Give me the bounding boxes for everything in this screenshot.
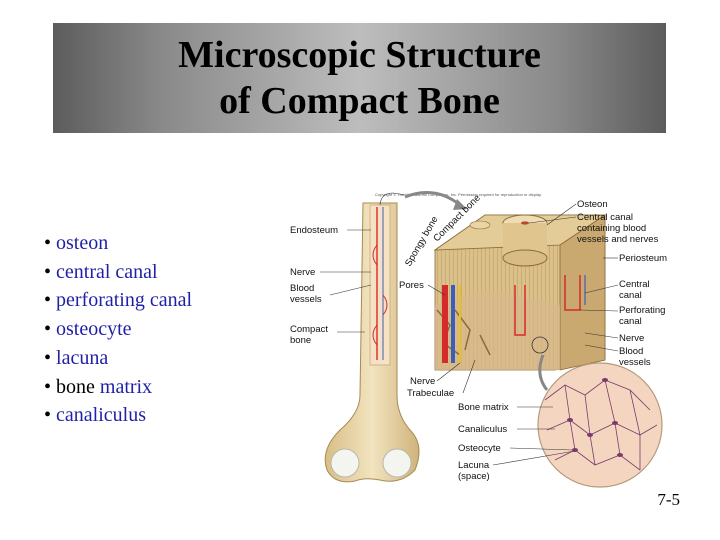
term-text: matrix <box>99 375 153 398</box>
term-text: osteon <box>56 232 109 254</box>
label-canaliculus: Canaliculus <box>458 424 507 435</box>
list-item: • perforating canal <box>44 289 193 312</box>
slide-title-line1: Microscopic Structure <box>178 34 541 76</box>
label-nerve-bottom: Nerve <box>410 376 435 387</box>
term-text: perforating canal <box>56 289 193 312</box>
zoom-arrow <box>404 191 461 207</box>
label-blood-vessels-left-2: vessels <box>290 294 322 305</box>
list-item: • osteocyte <box>44 318 132 341</box>
label-trabeculae: Trabeculae <box>407 388 454 399</box>
label-nerve-right: Nerve <box>619 333 644 344</box>
label-central-canal-1: Central <box>619 279 650 290</box>
label-blood-vessels-left-1: Blood <box>290 283 314 294</box>
label-central-canal-blood-1: Central canal <box>577 212 633 223</box>
term-text: osteocyte <box>56 318 132 341</box>
label-central-canal-blood-3: vessels and nerves <box>577 234 659 245</box>
label-perforating-canal-2: canal <box>619 316 642 327</box>
list-item: • canaliculus <box>44 404 146 427</box>
label-periosteum: Periosteum <box>619 253 667 264</box>
label-lacuna-1: Lacuna <box>458 460 490 471</box>
label-bone-matrix: Bone matrix <box>458 402 509 413</box>
label-nerve-left: Nerve <box>290 267 315 278</box>
term-list: • osteon • central canal • perforating c… <box>44 229 192 430</box>
label-perforating-canal-1: Perforating <box>619 305 665 316</box>
slide-number: 7-5 <box>657 490 680 509</box>
term-text: central canal <box>56 260 158 283</box>
list-item: • osteon <box>44 232 109 254</box>
label-pores: Pores <box>399 280 424 291</box>
label-blood-vessels-right-2: vessels <box>619 357 651 368</box>
label-compact-bone-1: Compact <box>290 324 328 335</box>
label-central-canal-blood-2: containing blood <box>577 223 646 234</box>
slide-title-line2: of Compact Bone <box>219 80 500 122</box>
long-bone <box>324 192 420 483</box>
label-osteocyte: Osteocyte <box>458 443 501 454</box>
microscopic-inset <box>537 354 663 488</box>
bone-block <box>433 214 607 371</box>
left-labels: Endosteum Nerve Blood vessels Compact bo… <box>290 225 576 482</box>
list-item: • lacuna <box>44 346 109 369</box>
label-central-canal-2: canal <box>619 290 642 301</box>
term-text: lacuna <box>56 346 109 369</box>
list-item: • bone matrix <box>44 375 153 398</box>
title-banner: Microscopic Structure of Compact Bone <box>53 23 666 133</box>
term-text: canaliculus <box>56 404 146 427</box>
label-endosteum: Endosteum <box>290 225 338 236</box>
term-text-black: bone <box>56 375 95 398</box>
label-blood-vessels-right-1: Blood <box>619 346 643 357</box>
compact-bone-diagram: Copyright © The McGraw-Hill Companies, I… <box>290 191 667 488</box>
label-lacuna-2: (space) <box>458 471 490 482</box>
right-labels: Osteon Central canal containing blood ve… <box>528 199 667 368</box>
label-compact-bone-2: bone <box>290 335 311 346</box>
copyright-text: Copyright © The McGraw-Hill Companies, I… <box>375 192 542 197</box>
list-item: • central canal <box>44 260 158 283</box>
label-osteon: Osteon <box>577 199 608 210</box>
